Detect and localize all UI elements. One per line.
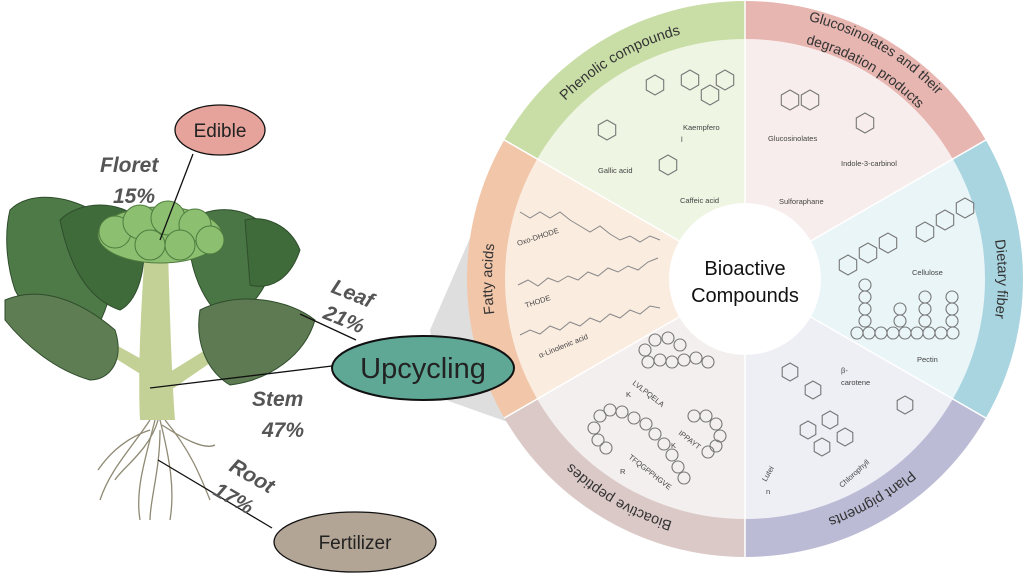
edible-oval: [174, 104, 266, 156]
molecule-ring: [915, 221, 935, 243]
pigment-ring: [813, 437, 831, 457]
connector-lines: [149, 153, 357, 529]
sector-label-dietary-fiber: Dietary fiber: [991, 238, 1010, 320]
compound-cellulose: Cellulose: [912, 268, 943, 277]
peptide-ippayt-suffix: K: [671, 441, 676, 450]
pigment-ring: [781, 362, 799, 382]
amino-acid-unit: [627, 411, 641, 425]
upcycling-oval: [331, 335, 515, 401]
sector-plant-pigments: [745, 279, 953, 519]
sector-phenolic: [537, 39, 745, 279]
roots: [97, 419, 216, 521]
compound-kaempferol: Kaempfero: [683, 123, 720, 132]
pigment-ring: [799, 420, 817, 440]
molecule-ring: [645, 74, 665, 96]
sector-bioactive-peptides: [537, 279, 745, 519]
pigment-ring: [804, 380, 822, 400]
molecule-ring: [780, 89, 800, 111]
pigment-ring: [896, 395, 914, 415]
compound-pectin: Pectin: [917, 355, 938, 364]
pectin-unit: [945, 290, 959, 304]
compound-kaempferol-suffix: l: [681, 135, 683, 144]
amino-acid-unit: [673, 338, 687, 352]
compound-caffeic-acid: Caffeic acid: [680, 196, 719, 205]
amino-acid-unit: [709, 417, 723, 431]
peptide-lvlpqela-suffix: K: [626, 390, 631, 399]
amino-acid-unit: [699, 409, 713, 423]
molecule-ring: [855, 112, 875, 134]
amino-acid-unit: [648, 427, 662, 441]
wheel-center-title-line2: Compounds: [691, 285, 799, 307]
amino-acid-unit: [639, 417, 653, 431]
wheel-center-title-line1: Bioactive: [704, 258, 785, 280]
molecule-ring: [858, 242, 878, 264]
compound-glucosinolates: Glucosinolates: [768, 134, 817, 143]
pectin-unit: [918, 290, 932, 304]
part-percent-floret: 15%: [113, 185, 155, 208]
broccoli-plant-illustration: [4, 196, 316, 521]
amino-acid-unit: [593, 409, 607, 423]
amino-acid-unit: [587, 421, 601, 435]
molecule-ring: [658, 154, 678, 176]
molecule-ring: [800, 89, 820, 111]
amino-acid-unit: [615, 405, 629, 419]
part-label-floret: Floret: [100, 154, 159, 177]
wheel-center: [669, 203, 821, 355]
pectin-unit: [893, 302, 907, 316]
amino-acid-unit: [677, 471, 691, 485]
amino-acid-unit: [701, 445, 715, 459]
amino-acid-unit: [665, 448, 679, 462]
molecule-ring: [838, 254, 858, 276]
stem: [139, 250, 175, 420]
chemical-structures: [587, 69, 975, 485]
compound-beta-carotene: carotene: [841, 378, 870, 387]
fertilizer-oval: [273, 511, 437, 573]
pigment-ring: [836, 427, 854, 447]
molecule-ring: [878, 232, 898, 254]
edible-label: Edible: [194, 121, 247, 142]
pectin-unit: [858, 278, 872, 292]
molecule-ring: [680, 69, 700, 91]
sector-label-fatty-acids: Fatty acids: [480, 243, 498, 316]
part-percent-stem: 47%: [261, 419, 304, 442]
sector-glucosinolates: [745, 39, 953, 279]
molecule-ring: [700, 84, 720, 106]
compound-sulforaphane: Sulforaphane: [779, 197, 824, 206]
compound-gallic-acid: Gallic acid: [598, 166, 633, 175]
compound-indole-3-carbinol: Indole-3-carbinol: [841, 159, 897, 168]
amino-acid-unit: [599, 441, 613, 455]
molecule-ring: [955, 197, 975, 219]
amino-acid-unit: [689, 351, 703, 365]
pigment-ring: [821, 410, 839, 430]
compound-lutein-suffix: n: [766, 487, 770, 496]
molecule-ring: [935, 209, 955, 231]
sector-fatty-acids: [505, 159, 745, 399]
upcycling-label: Upcycling: [360, 353, 486, 385]
amino-acid-unit: [657, 437, 671, 451]
amino-acid-unit: [671, 460, 685, 474]
amino-acid-unit: [591, 433, 605, 447]
amino-acid-unit: [648, 333, 662, 347]
fertilizer-label: Fertilizer: [319, 533, 393, 554]
part-label-stem: Stem: [252, 388, 303, 411]
peptide-tfqgpphgve-suffix: R: [620, 467, 626, 476]
amino-acid-unit: [638, 343, 652, 357]
compound-beta-carotene-prefix: β-: [841, 366, 848, 375]
amino-acid-unit: [701, 355, 715, 369]
amino-acid-unit: [661, 331, 675, 345]
molecule-ring: [715, 69, 735, 91]
fatty-acid-chains: [517, 211, 661, 336]
molecule-ring: [597, 119, 617, 141]
